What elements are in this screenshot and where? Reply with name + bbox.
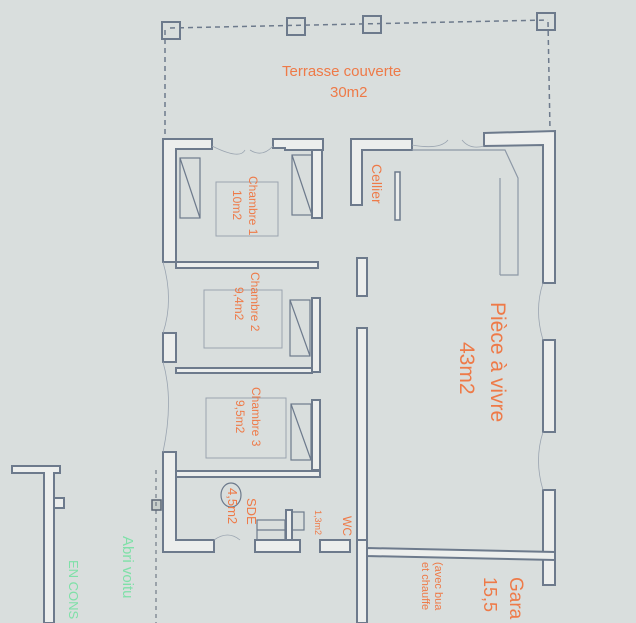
bedroom1-area: 10m2 (230, 190, 244, 221)
living-area: 43m2 (455, 342, 478, 395)
garage-area: 15,5 (480, 577, 500, 613)
bedroom3-name: Chambre 3 (249, 387, 263, 447)
beds (203, 181, 287, 459)
bedroom3-area: 9,5m2 (233, 400, 247, 434)
sde-area: 4,5m2 (225, 488, 240, 525)
garage-name: Gara (505, 577, 526, 620)
wardrobes (179, 154, 313, 461)
bedroom2-name: Chambre 2 (248, 272, 262, 332)
garage-note-1: (avec bua (432, 562, 444, 611)
terrace-name: Terrasse couverte (282, 63, 402, 80)
cellier-shelf (394, 171, 401, 221)
kitchen-counter (412, 149, 519, 276)
bedroom1-name: Chambre 1 (246, 176, 260, 236)
sde-name: SDE (244, 498, 259, 525)
bedroom2-area: 9,4m2 (232, 287, 246, 321)
door-swings (162, 139, 544, 541)
wc-name: WC (340, 516, 354, 536)
living-name: Pièce à vivre (486, 302, 509, 423)
abri-label: Abri voitu (119, 536, 136, 599)
garage-note-2: et chauffe (419, 562, 431, 611)
terrace-outline (161, 12, 556, 138)
en-cons-label: EN CONS (66, 560, 81, 620)
wc-area: 1,3m2 (313, 510, 323, 536)
walls (11, 129, 556, 623)
cellier-label: Cellier (369, 164, 385, 204)
sde-fixtures (220, 482, 305, 541)
terrace-area: 30m2 (330, 84, 368, 101)
annex-post (151, 470, 162, 623)
